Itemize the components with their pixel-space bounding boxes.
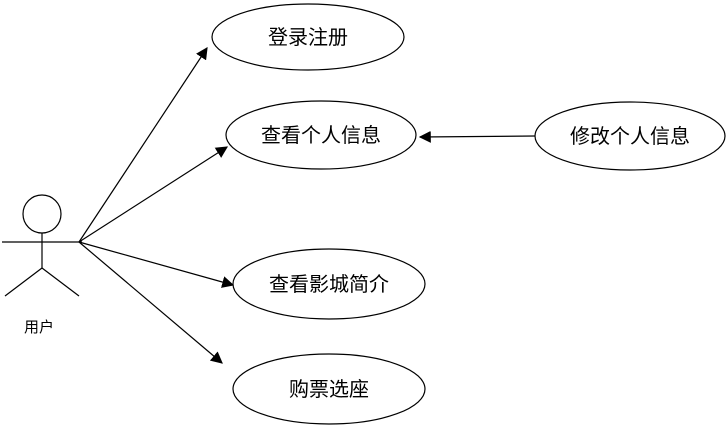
assoc-edit-to-view	[418, 130, 536, 143]
usecase-ticket-seat-label: 购票选座	[289, 377, 369, 401]
usecase-login: 登录注册	[211, 3, 405, 71]
usecase-login-label: 登录注册	[268, 25, 348, 49]
actor-head	[22, 194, 62, 234]
usecase-cinema-intro-label: 查看影城简介	[269, 272, 389, 296]
usecase-edit-profile-label: 修改个人信息	[570, 124, 690, 148]
assoc-view-profile	[78, 146, 229, 243]
usecase-view-profile: 查看个人信息	[225, 100, 417, 170]
actor-right-leg	[41, 267, 80, 297]
actor-label: 用户	[24, 318, 54, 336]
assoc-login	[78, 46, 208, 243]
usecase-view-profile-label: 查看个人信息	[261, 123, 381, 147]
assoc-ticket-seat	[78, 241, 223, 364]
usecase-cinema-intro: 查看影城简介	[232, 248, 426, 320]
actor-left-leg	[4, 267, 43, 297]
usecase-edit-profile: 修改个人信息	[534, 101, 726, 171]
user-actor: 用户	[2, 194, 82, 336]
usecase-ticket-seat: 购票选座	[232, 353, 426, 425]
assoc-cinema-intro	[78, 241, 235, 288]
